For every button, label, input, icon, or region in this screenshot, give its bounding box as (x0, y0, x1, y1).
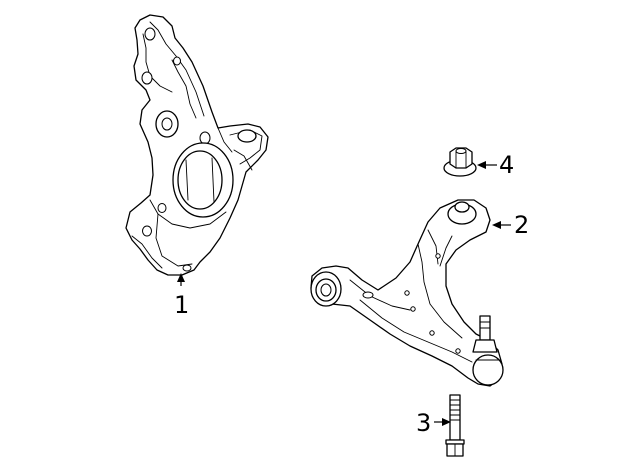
bolt[interactable] (445, 394, 465, 457)
callout-label-1: 1 (174, 291, 189, 319)
nut[interactable] (443, 147, 477, 177)
callout-label-3: 3 (416, 409, 431, 437)
callout-label-2: 2 (514, 211, 529, 239)
callout-4: 4 (477, 151, 514, 179)
callout-1: 1 (174, 273, 189, 319)
steering-knuckle[interactable] (125, 14, 269, 276)
callout-3: 3 (416, 409, 451, 437)
callout-2: 2 (492, 211, 529, 239)
lower-control-arm[interactable] (310, 199, 504, 387)
callout-label-4: 4 (499, 151, 514, 179)
